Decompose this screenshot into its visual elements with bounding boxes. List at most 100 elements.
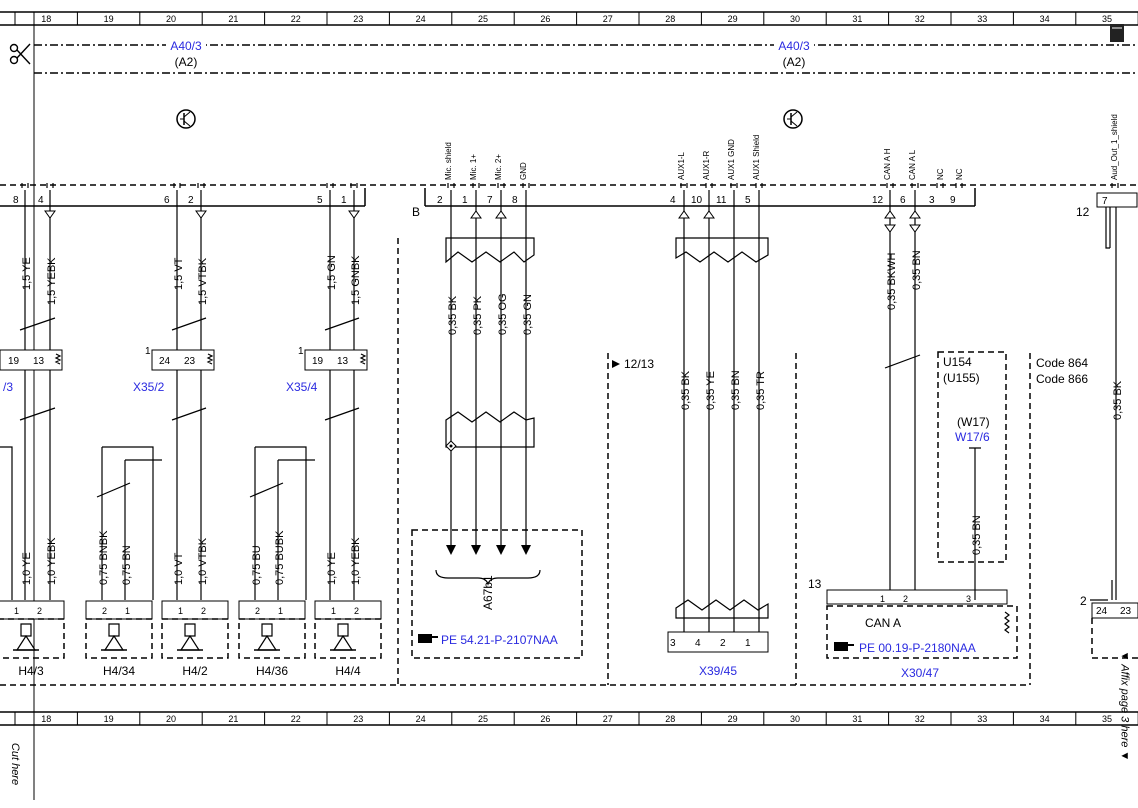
affix-page-label: ▼ Affix page 3 here ▼: [1118, 650, 1131, 762]
ruler-column-number: 26: [540, 14, 550, 24]
connector-x30-47[interactable]: X30/47: [901, 666, 939, 680]
pin-number: 19: [8, 356, 20, 367]
coupling-label[interactable]: X35/4: [286, 380, 318, 394]
mic-ref-link[interactable]: PE 54.21-P-2107NAA: [441, 633, 558, 647]
pin-name: AUX1-R: [702, 150, 711, 180]
pin-number: 24: [159, 356, 171, 367]
ruler-column-number: 28: [665, 14, 675, 24]
wire-label: 1,0 VT: [173, 552, 185, 585]
module-a40-3-right[interactable]: A40/3: [778, 39, 810, 53]
speaker-label[interactable]: H4/34: [103, 664, 135, 678]
wire-label: 0,35 BK: [1112, 380, 1124, 420]
module-a40-3-left[interactable]: A40/3: [170, 39, 202, 53]
ruler-column-number: 24: [416, 14, 426, 24]
aux-section: AUX1-L AUX1-R AUX1 GND AUX1 Shield 4 10 …: [667, 135, 769, 678]
wire-label: 1,0 YEBK: [46, 537, 58, 585]
can-ref-link[interactable]: PE 00.19-P-2180NAA: [859, 641, 976, 655]
wire-label: 1,0 YEBK: [350, 537, 362, 585]
mic-section: Mic. shield Mic. 1+ Mic. 2+ GND 2 1 7 8 …: [411, 142, 583, 659]
wire-label: 0,35 BKWH: [886, 252, 898, 310]
speaker-label[interactable]: H4/3: [18, 664, 44, 678]
w17-6-link[interactable]: W17/6: [955, 430, 990, 444]
pin-number: 1: [14, 606, 19, 616]
u154-label: U154: [943, 355, 972, 369]
reference-hand-icon: [834, 642, 854, 651]
pin-number: 1: [178, 606, 183, 616]
pin-name: Mic. shield: [444, 142, 453, 180]
pin-number: 5: [745, 195, 751, 206]
pin-number: 2: [903, 594, 908, 604]
ruler-column-number: 32: [915, 14, 925, 24]
pin-number: 3: [966, 594, 971, 604]
cross-ref-12-13[interactable]: 12/13: [624, 357, 654, 371]
ruler-column-number: 20: [166, 14, 176, 24]
pin-name: CAN A L: [908, 149, 917, 180]
wire-label: 0,35 GN: [522, 294, 534, 335]
ruler-column-number: 24: [416, 714, 426, 724]
wire-label: 0,35 BK: [447, 295, 459, 335]
speaker-label[interactable]: H4/2: [182, 664, 208, 678]
scissors-icon: [9, 43, 31, 65]
u154-section: U154 (U155) (W17) W17/6 0,35 BN: [937, 351, 1007, 600]
wire-label: 1,0 YE: [21, 552, 33, 585]
pin-number: 2: [255, 606, 260, 616]
pin-number: 11: [716, 195, 727, 206]
pin-number: 8: [13, 195, 19, 206]
wire-label: 0,35 YE: [705, 371, 717, 410]
pin-number: 3: [670, 638, 676, 649]
pin-number: 13: [337, 356, 349, 367]
pin-number: 13: [33, 356, 45, 367]
box-number: 13: [808, 577, 822, 591]
ruler-column-number: 29: [728, 714, 738, 724]
u155-label: (U155): [943, 371, 980, 385]
reference-hand-icon: [418, 634, 438, 643]
coupling-label[interactable]: /3: [3, 380, 13, 394]
speaker-label[interactable]: H4/4: [335, 664, 361, 678]
pin-number: 2: [354, 606, 359, 616]
transistor-icon: [176, 109, 196, 129]
can-section: CAN A H CAN A L NC NC 12 6 3 9 0,35 BKWH…: [808, 148, 1018, 680]
pin-name: NC: [955, 168, 964, 180]
pin-number: 2: [720, 638, 726, 649]
wire-label: 1,0 YE: [326, 552, 338, 585]
pin-number: 2: [37, 606, 42, 616]
pin-number: 3: [929, 195, 935, 206]
connector-x39-45[interactable]: X39/45: [699, 664, 737, 678]
pin-number: 2: [102, 606, 107, 616]
pin-number: 2: [437, 195, 443, 206]
coupling-label[interactable]: X35/2: [133, 380, 165, 394]
pin-name: AUX1 GND: [727, 139, 736, 180]
speaker-label[interactable]: H4/36: [256, 664, 288, 678]
pin-number: 9: [950, 195, 956, 206]
wire-label: 0,35 BN: [971, 515, 983, 555]
ruler-column-number: 19: [104, 714, 114, 724]
pin-number: 2: [188, 195, 194, 206]
ruler-column-number: 21: [228, 14, 238, 24]
right-section: Aud_Out_1_shield 12 7 0,35 BK 2 24 23: [1076, 114, 1138, 659]
u154-box: [937, 351, 1007, 563]
pin-number: 7: [1102, 196, 1108, 207]
wire-label: 0,75 BU: [251, 545, 263, 585]
pin-number: 12: [872, 195, 884, 206]
wire-label: 0,35 BN: [911, 250, 923, 290]
pin-number: 1: [341, 195, 347, 206]
can-component-box: [826, 605, 1018, 659]
coupling-number: 1: [145, 346, 151, 357]
pin-number: 4: [670, 195, 676, 206]
wire-label: 0,35 OG: [497, 293, 509, 335]
component-label: A67b1: [481, 575, 495, 610]
module-a2-right: (A2): [783, 55, 806, 69]
wire-label: 1,5 VTBK: [197, 257, 209, 305]
ruler-column-number: 22: [291, 714, 301, 724]
pin-name: GND: [519, 162, 528, 180]
ruler-column-number: 27: [603, 714, 613, 724]
wire-label: 0,75 BN: [121, 545, 133, 585]
ruler-column-number: 18: [41, 14, 51, 24]
wire-label: 1,5 VT: [173, 257, 185, 290]
cut-here-label: Cut here: [9, 742, 22, 786]
module-a2-left: (A2): [175, 55, 198, 69]
